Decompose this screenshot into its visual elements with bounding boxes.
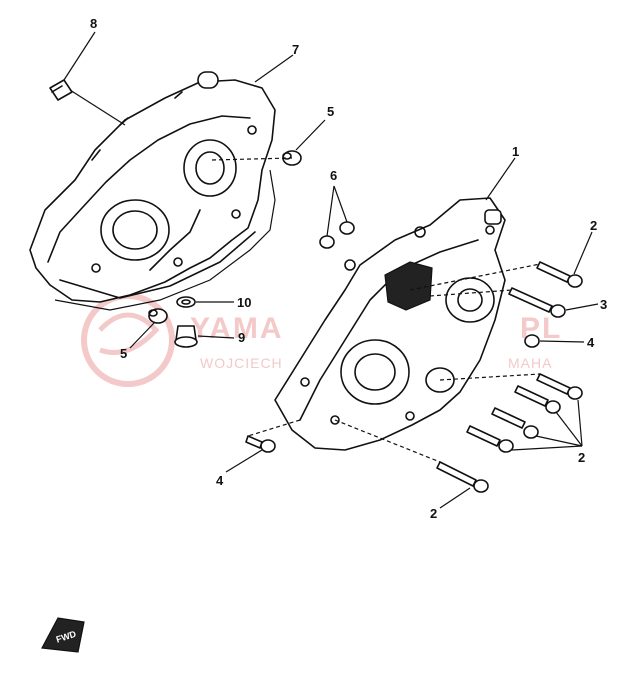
fwd-badge: FWD (41, 617, 85, 653)
part-5-dowel-lower (148, 308, 168, 324)
part-6-dowels (319, 221, 355, 249)
bolts-right-lower (466, 373, 583, 453)
watermark-text-sub-suffix: MAHA (508, 355, 552, 371)
callout-2-lower-right: 2 (578, 450, 585, 465)
callout-2-bottom: 2 (430, 506, 437, 521)
callout-9: 9 (238, 330, 245, 345)
callout-7: 7 (292, 42, 299, 57)
watermark-text-sub: WOJCIECH (200, 355, 283, 371)
callout-10: 10 (237, 295, 251, 310)
watermark-text-main: YAMA (190, 312, 284, 345)
bolts-right-upper (508, 261, 583, 348)
callout-5-lower: 5 (120, 346, 127, 361)
callout-5-upper: 5 (327, 104, 334, 119)
left-crankcase-half (29, 71, 276, 303)
part-8-bolt (49, 79, 73, 101)
callout-6: 6 (330, 168, 337, 183)
bolt-bottom-center (436, 461, 489, 493)
leader-lines (63, 31, 599, 509)
callout-4-right: 4 (587, 335, 595, 350)
gasket-outline (54, 169, 276, 311)
callout-8: 8 (90, 16, 97, 31)
watermark: YAMA PL WOJCIECH MAHA (81, 293, 560, 387)
part-9-drain-plug (174, 325, 198, 348)
callout-3: 3 (600, 297, 607, 312)
callout-2-upper: 2 (590, 218, 597, 233)
watermark-logo-swirl (98, 312, 160, 355)
part-10-washer (176, 296, 196, 308)
right-crankcase-half (274, 197, 506, 451)
callout-1: 1 (512, 144, 519, 159)
bolt-bottom-left (245, 435, 276, 453)
callout-4-left: 4 (216, 473, 224, 488)
